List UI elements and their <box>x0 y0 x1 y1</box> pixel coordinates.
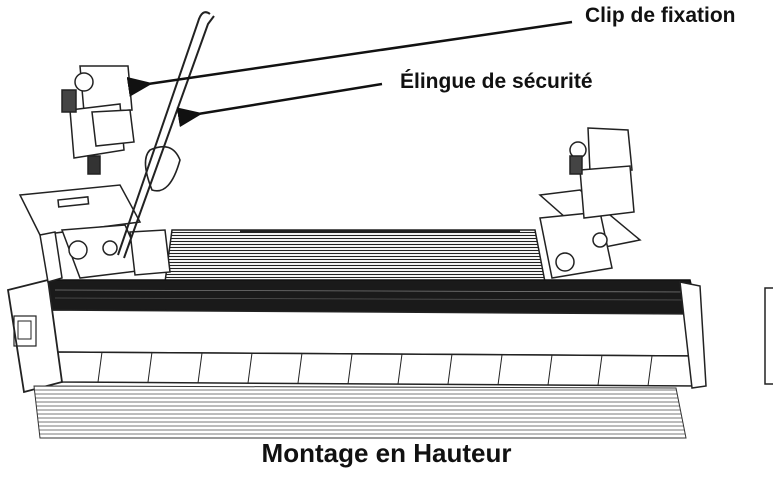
sling-label: Élingue de sécurité <box>400 70 593 93</box>
sling-arrow <box>176 82 383 128</box>
clip-label: Clip de fixation <box>585 4 736 27</box>
figure-caption: Montage en Hauteur <box>261 438 512 468</box>
right-bracket <box>538 189 642 279</box>
fixture-body <box>6 278 707 394</box>
cropped-device <box>764 287 773 385</box>
left-clamp <box>61 65 135 175</box>
callout-arrows <box>126 20 573 128</box>
left-bracket <box>18 184 171 283</box>
heat-sink-top <box>164 229 546 283</box>
heat-sink-bottom <box>33 385 687 439</box>
right-clamp <box>569 127 635 219</box>
safety-cable <box>117 11 215 259</box>
clip-arrow <box>126 20 573 97</box>
